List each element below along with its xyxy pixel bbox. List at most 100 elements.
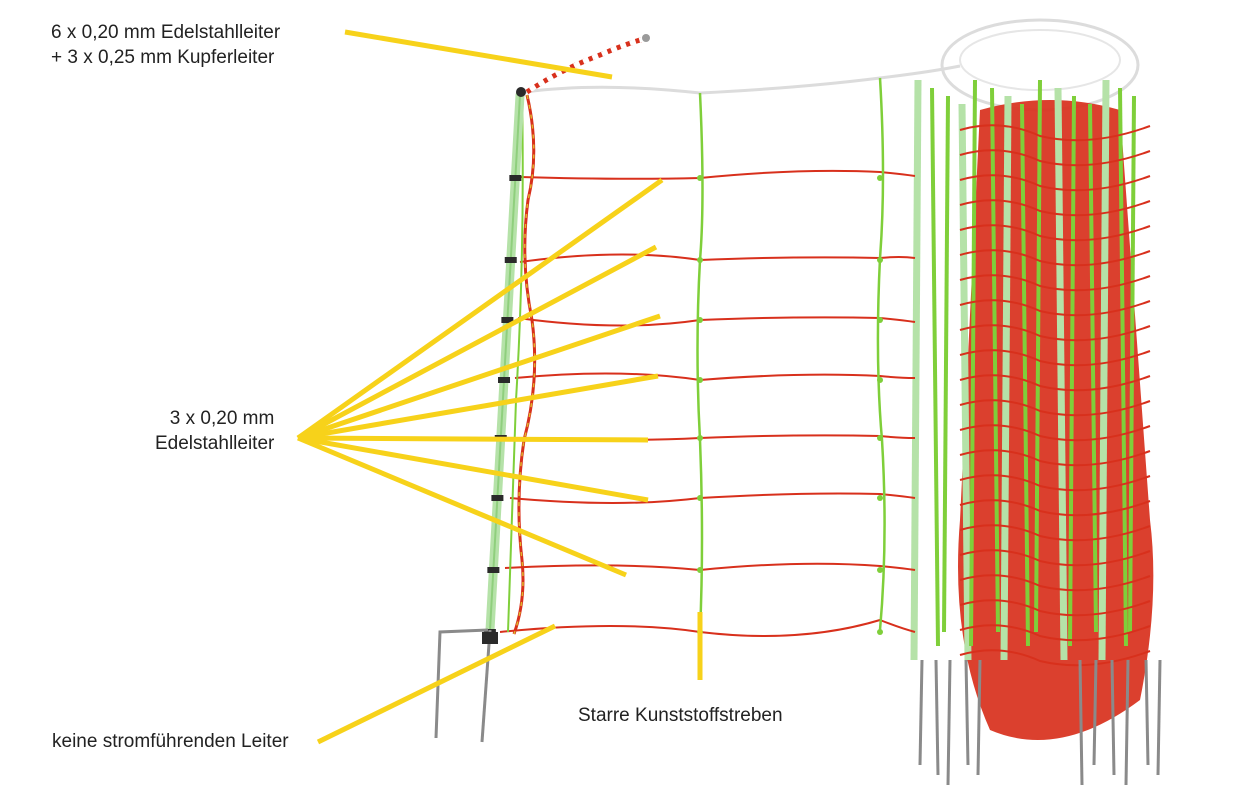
post-clip (487, 567, 500, 573)
ground-spike-right (480, 629, 492, 743)
rolled-spike (1078, 659, 1084, 786)
mesh-knot (877, 257, 883, 263)
mesh-knot (697, 567, 703, 573)
rolled-red-loop (959, 124, 1151, 142)
red-wire-4 (514, 372, 916, 382)
mesh-knot (697, 495, 703, 501)
rolled-spike (964, 659, 970, 766)
mesh-knots (697, 175, 883, 635)
mesh-knot (877, 567, 883, 573)
rolled-strut (1088, 103, 1098, 633)
mesh-knot (697, 435, 703, 441)
leader-wire-7 (297, 435, 627, 578)
rolled-red-loop (959, 274, 1151, 292)
label-top-conductors: 6 x 0,20 mm Edelstahlleiter + 3 x 0,25 m… (51, 20, 280, 70)
leader-top-conductor (344, 29, 613, 80)
yellow-vertical-strand (513, 94, 536, 635)
mesh-knot (877, 317, 883, 323)
label-rigid-struts: Starre Kunststoffstreben (578, 705, 783, 726)
mesh-knot (877, 495, 883, 501)
rolled-strut (1068, 95, 1076, 647)
rolled-red-loop (959, 174, 1151, 192)
rolled-spike (1110, 659, 1116, 776)
rolled-red-loop (959, 249, 1151, 267)
ground-spike-left (434, 628, 489, 739)
rolled-red-loop (959, 374, 1151, 392)
red-wire-1 (519, 169, 916, 180)
leader-wire-5 (297, 435, 649, 443)
mesh-knot (697, 257, 703, 263)
rolled-strut (958, 103, 972, 661)
label-middle-line2: Edelstahlleiter (155, 433, 275, 454)
leader-wire-6 (297, 435, 649, 503)
rolled-red-loop (959, 649, 1151, 667)
rolled-spike (934, 659, 940, 776)
mesh-knot (877, 435, 883, 441)
rolled-spike (1092, 659, 1098, 766)
rolled-green-struts (910, 79, 1151, 667)
rolled-strut (1118, 87, 1128, 647)
leader-non-conducting (316, 623, 557, 745)
rolled-net (910, 18, 1162, 786)
rolled-spike (1124, 659, 1130, 786)
rolled-red-loop (959, 349, 1151, 367)
red-wire-2 (519, 253, 916, 263)
spike-foot-connector (482, 632, 498, 644)
rolled-strut (910, 79, 922, 661)
red-wire-6 (509, 492, 916, 504)
rolled-red-loop (959, 224, 1151, 242)
post-clip (498, 377, 511, 383)
rolled-ground-spikes (918, 659, 1162, 786)
post-cap (516, 87, 526, 97)
rolled-red-loop (959, 599, 1151, 617)
leader-wire-2 (296, 244, 658, 441)
top-white-conductor (524, 64, 961, 95)
label-middle-line1: 3 x 0,20 mm (169, 408, 275, 429)
leader-lines (296, 29, 703, 745)
label-top-line1: 6 x 0,20 mm Edelstahlleiter (51, 22, 281, 43)
label-top-line2: + 3 x 0,25 mm Kupferleiter (51, 47, 275, 68)
rolled-red-loop (959, 624, 1151, 642)
mesh-knot (877, 629, 883, 635)
rolled-red-loop (959, 199, 1151, 217)
leader-wire-4 (297, 373, 659, 441)
post-clip (504, 257, 517, 263)
rolled-red-loop (959, 424, 1151, 442)
rolled-strut (1000, 95, 1012, 661)
mesh-knot (697, 175, 703, 181)
unrolled-net (434, 34, 961, 743)
mesh-knot (697, 317, 703, 323)
rolled-red-loop (959, 299, 1151, 317)
twisted-red-white-cord (525, 35, 649, 95)
rolled-spike (1156, 659, 1162, 776)
rolled-spike (1144, 659, 1150, 766)
rolled-strut (990, 87, 1000, 633)
mesh-knot (877, 175, 883, 181)
red-wire-3 (517, 316, 916, 327)
post-clip (509, 175, 522, 181)
rolled-red-loop (959, 324, 1151, 342)
rolled-strut (930, 87, 940, 647)
leader-wire-1 (296, 177, 664, 441)
label-middle-conductors: 3 x 0,20 mm Edelstahlleiter (155, 406, 274, 456)
green-strut-middle (696, 92, 704, 633)
rolled-red-loop (959, 399, 1151, 417)
red-wire-7 (504, 562, 916, 572)
mesh-knot (697, 377, 703, 383)
connector-ring (642, 34, 650, 42)
rolled-strut (942, 95, 950, 633)
leader-wire-3 (297, 313, 661, 441)
fence-post-edge (489, 94, 521, 631)
rolled-red-loop (959, 149, 1151, 167)
rolled-red-loop (959, 499, 1151, 517)
rolled-red-loop (959, 524, 1151, 542)
rolled-red-loop (959, 474, 1151, 492)
post-clip (501, 317, 514, 323)
green-strut-right (876, 77, 886, 631)
label-non-conducting: keine stromführenden Leiter (52, 731, 289, 752)
mesh-knot (877, 377, 883, 383)
rolled-strut (1034, 79, 1042, 633)
rolled-red-loop (959, 549, 1151, 567)
rolled-spike (918, 659, 924, 766)
